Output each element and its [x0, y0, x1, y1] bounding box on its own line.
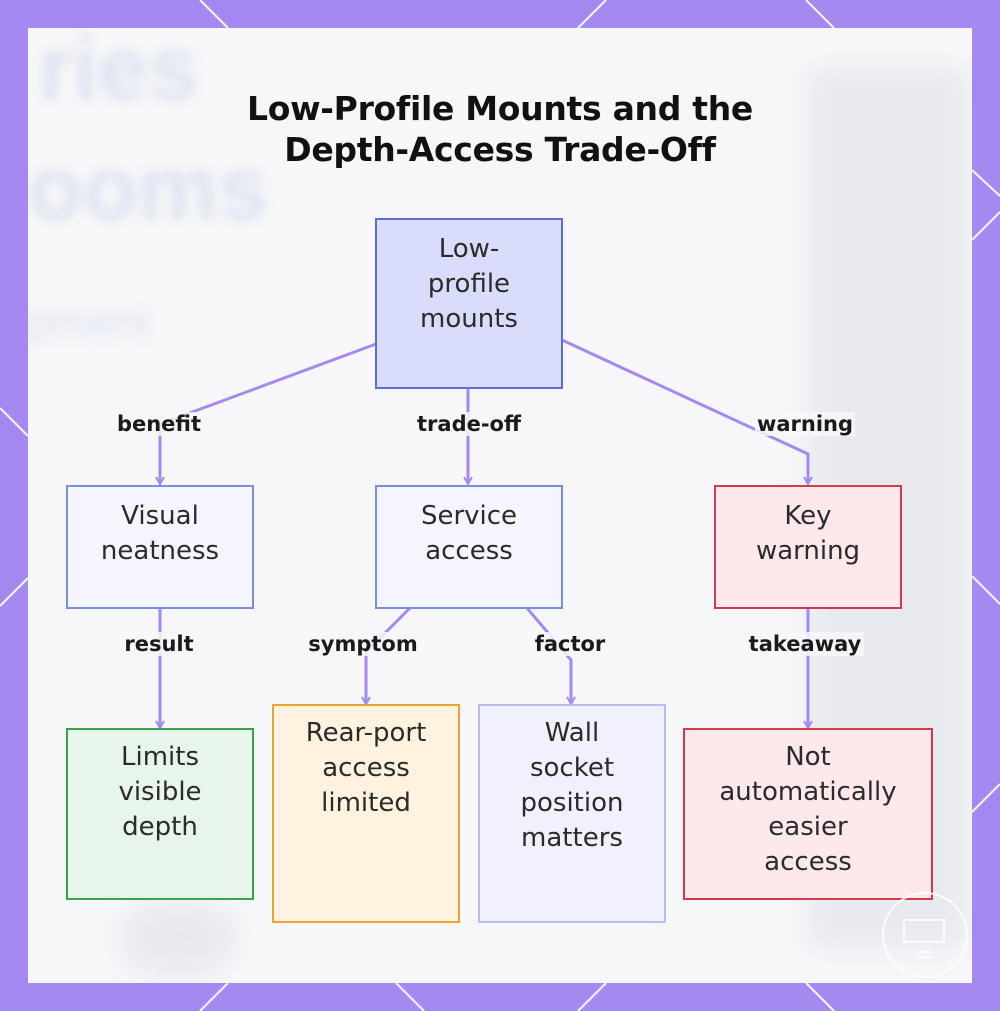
node-line: easier	[768, 812, 848, 842]
node-limits-visible-depth: Limits visible depth	[66, 728, 254, 900]
node-line: Limits	[120, 742, 199, 772]
node-wall-socket-position-matters: Wall socket position matters	[478, 704, 666, 923]
node-line: matters	[521, 823, 623, 853]
node-line: automatically	[719, 777, 897, 807]
node-line: position	[520, 788, 624, 818]
node-line: Service	[420, 501, 518, 531]
title-line-1: Low-Profile Mounts and the	[247, 89, 753, 128]
node-rear-port-access-limited: Rear-port access limited	[272, 704, 460, 923]
node-line: access	[322, 753, 410, 783]
background-blob-bottom	[118, 898, 238, 978]
node-line: warning	[755, 536, 861, 566]
node-key-warning: Key warning	[714, 485, 902, 609]
edge-warning	[561, 338, 808, 484]
edge-label-takeaway: takeaway	[746, 632, 864, 656]
node-line: socket	[529, 753, 615, 783]
background-text-2: ooms	[28, 139, 269, 239]
edge-label-warning: warning	[754, 412, 856, 436]
edge-factor	[525, 607, 571, 704]
node-line: Not	[785, 742, 831, 772]
monitor-icon	[903, 919, 945, 958]
node-line: Visual	[121, 501, 199, 531]
node-line: neatness	[100, 536, 220, 566]
node-line: access	[425, 536, 513, 566]
background-text-1: ries	[38, 28, 199, 119]
node-line: visible	[118, 777, 202, 807]
node-line: Key	[784, 501, 832, 531]
edge-label-benefit: benefit	[114, 412, 204, 436]
node-line: Low-	[438, 234, 500, 264]
edge-label-factor: factor	[532, 632, 608, 656]
node-low-profile-mounts: Low- profile mounts	[375, 218, 563, 389]
edge-label-trade-off: trade-off	[415, 412, 523, 436]
node-not-automatically-easier-access: Not automatically easier access	[683, 728, 933, 900]
edge-label-symptom: symptom	[306, 632, 420, 656]
node-line: Wall	[544, 718, 600, 748]
edge-symptom	[366, 606, 412, 704]
node-line: Rear-port	[305, 718, 427, 748]
node-line: limited	[321, 788, 411, 818]
background-text-3: ipment	[28, 298, 151, 347]
node-line: profile	[427, 269, 511, 299]
watermark-logo-icon	[882, 892, 968, 978]
node-line: depth	[122, 812, 198, 842]
diagram-title: Low-Profile Mounts and the Depth-Access …	[28, 88, 972, 170]
edge-label-result: result	[122, 632, 196, 656]
title-line-2: Depth-Access Trade-Off	[284, 130, 716, 169]
node-service-access: Service access	[375, 485, 563, 609]
node-line: mounts	[420, 304, 518, 334]
node-visual-neatness: Visual neatness	[66, 485, 254, 609]
node-line: access	[764, 847, 852, 877]
